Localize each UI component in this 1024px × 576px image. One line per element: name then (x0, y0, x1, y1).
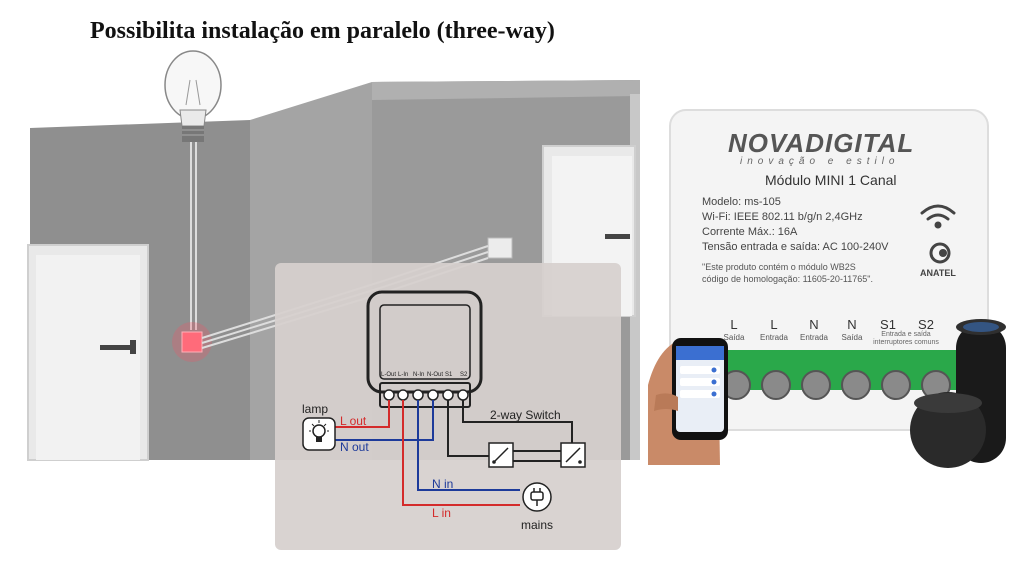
terminal-label: S2 (460, 372, 468, 378)
module-outline (366, 290, 483, 394)
mains-label: mains (521, 518, 554, 532)
door-handle-icon (100, 345, 136, 350)
anatel-logo-icon (929, 242, 951, 264)
terminal-label-photo: S2 (918, 317, 934, 332)
bulb-icon (164, 50, 222, 142)
spec-line: Wi-Fi: IEEE 802.11 b/g/n 2,4GHz (702, 211, 863, 223)
smart-speaker-round-icon (910, 392, 986, 468)
n-out-label: N out (340, 440, 369, 454)
switch-b-icon (560, 442, 586, 468)
lamp-label: lamp (302, 402, 329, 416)
terminal-label-photo: L (730, 317, 738, 332)
two-way-switch-label: 2-way Switch (490, 408, 561, 422)
terminal-label: S1 (445, 372, 453, 378)
terminal-block (379, 382, 471, 408)
page-title: Possibilita instalação em paralelo (thre… (90, 18, 555, 44)
terminal-sub-label: Entrada (759, 333, 789, 342)
terminal-note: Entrada e saída interruptores comuns (873, 331, 939, 346)
l-out-label: L out (340, 414, 367, 428)
spec-line: Corrente Máx.: 16A (702, 226, 798, 238)
product-image (648, 109, 1006, 468)
wifi-icon (920, 204, 956, 229)
terminal-label: N-Out (427, 372, 444, 378)
wall-switch (487, 237, 513, 259)
n-in-label: N in (432, 477, 454, 491)
door-handle-icon-right (605, 234, 630, 239)
terminal-sub-label: Saída (723, 333, 745, 342)
product-title: Módulo MINI 1 Canal (765, 172, 897, 188)
terminal-label-photo: L (770, 317, 778, 332)
terminal-label-photo: N (847, 317, 857, 332)
terminal-sub-label: Saída (841, 333, 863, 342)
terminal-label: L-Out (381, 372, 397, 378)
terminal-label-photo: N (809, 317, 819, 332)
terminal-label: N-In (413, 372, 425, 378)
lamp-icon (302, 417, 336, 451)
mains-plug-icon (522, 482, 552, 512)
phone-in-hand (648, 338, 728, 465)
l-in-label: L in (432, 506, 451, 520)
terminal-label-photo: S1 (880, 317, 896, 332)
brand-tagline: inovação e estilo (740, 156, 900, 167)
terminal-screws-photo (721, 370, 951, 400)
anatel-label: ANATEL (920, 268, 956, 278)
cert-line: "Este produto contém o módulo WB2S (702, 262, 856, 272)
spec-line: Tensão entrada e saída: AC 100-240V (702, 241, 889, 253)
brand-logo: NOVADIGITAL (728, 128, 915, 158)
spec-line: Modelo: ms-105 (702, 196, 781, 208)
cert-line: código de homologação: 11605-20-11765". (702, 274, 873, 284)
terminal-label: L-In (398, 372, 409, 378)
terminal-sub-label: Entrada (799, 333, 829, 342)
switch-a-icon (488, 442, 514, 468)
